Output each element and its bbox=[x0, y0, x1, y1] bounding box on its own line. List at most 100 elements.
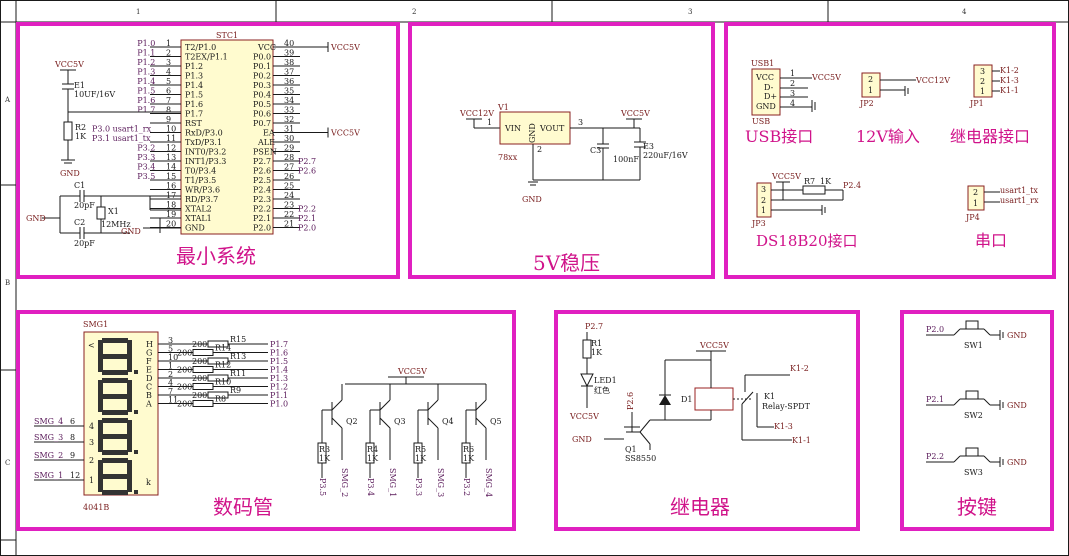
grid-row-c: C bbox=[5, 459, 10, 467]
relay-k1-ref: K1 bbox=[764, 392, 775, 401]
mcu-pin-name: P2.1 bbox=[253, 214, 271, 223]
ms-e1-ref: E1 bbox=[74, 81, 85, 90]
smg-res-net: P1.5 bbox=[270, 357, 288, 366]
mcu-pin-name: INT0/P3.2 bbox=[185, 148, 226, 157]
mcu-pin-name: P1.7 bbox=[185, 110, 203, 119]
ms-c2-ref: C2 bbox=[74, 218, 85, 227]
smg-seg-label: C bbox=[146, 383, 152, 392]
jp3-connector: VCC5V 3 2 1 R7 1K P2.4 JP3 bbox=[751, 172, 861, 228]
title-serial: 串口 bbox=[975, 231, 1007, 250]
mcu-pin-net: P2.0 bbox=[298, 224, 316, 233]
usb-pin-vcc: VCC bbox=[755, 73, 774, 82]
smg-res-val: 200 bbox=[192, 391, 207, 400]
smg-seg-label: D bbox=[146, 374, 152, 383]
reg-v1-ref: V1 bbox=[497, 103, 509, 112]
smg-left-mark: < bbox=[88, 341, 95, 350]
ms-e1-val: 10UF/16V bbox=[74, 90, 115, 99]
mcu-pin-num: 33 bbox=[284, 106, 294, 115]
smg-seg-pin: 11 bbox=[168, 396, 178, 405]
smg-ref: SMG1 bbox=[83, 320, 108, 329]
key-ref: SW3 bbox=[964, 468, 983, 477]
smg-com-net: SMG_3 bbox=[34, 433, 63, 442]
smg-digit bbox=[98, 338, 138, 375]
smg-com-num: 3 bbox=[89, 438, 94, 447]
reg-c3-ref: C3 bbox=[590, 146, 601, 155]
relay-p27: P2.7 bbox=[585, 322, 603, 331]
mcu-pin-num: 24 bbox=[284, 191, 294, 200]
smg-digit bbox=[98, 418, 138, 455]
mcu-pin-name: RD/P3.7 bbox=[185, 195, 218, 204]
smg-res-net: P1.7 bbox=[270, 340, 288, 349]
title-relay: 继电器 bbox=[670, 495, 730, 519]
mcu-pin-num: 23 bbox=[284, 201, 294, 210]
mcu-pin-name: T0/P3.4 bbox=[185, 167, 216, 176]
smg-digit bbox=[98, 378, 138, 415]
jp4-ref: JP4 bbox=[965, 213, 980, 222]
smg-vcc: VCC5V bbox=[397, 367, 427, 376]
smg-com-net: SMG_1 bbox=[34, 471, 63, 480]
smg-res-ref: R15 bbox=[230, 335, 246, 344]
mcu-pin-num: 6 bbox=[166, 87, 171, 96]
usb-pin-gnd: GND bbox=[756, 102, 776, 111]
jp3-ref: JP3 bbox=[751, 219, 766, 228]
smg-res-val: 200 bbox=[192, 374, 207, 383]
mcu-pin-name: P1.4 bbox=[185, 81, 203, 90]
smg-com-pin: 8 bbox=[70, 433, 75, 442]
smg-res-ref: R11 bbox=[230, 369, 246, 378]
reg-pin2: 2 bbox=[537, 145, 542, 154]
smg-res-net: P1.3 bbox=[270, 374, 288, 383]
key-gnd: GND bbox=[1007, 458, 1027, 467]
mcu-pin-num: 30 bbox=[284, 134, 294, 143]
relay-k11: K1-1 bbox=[792, 436, 811, 445]
reg-part: 78xx bbox=[498, 153, 518, 162]
smg-col-net: SMG_1 bbox=[388, 468, 397, 497]
mcu-pin-num: 22 bbox=[284, 210, 294, 219]
mcu-pin-num: 26 bbox=[284, 172, 294, 181]
ms-gnd-label: GND bbox=[60, 169, 80, 178]
relay-block: P2.7 R1 1K LED1 红色 VCC5V P2.6 GND Q1 SS8… bbox=[569, 322, 811, 463]
mcu-pin-num: 15 bbox=[166, 172, 176, 181]
mcu-pin-name: T1/P3.5 bbox=[185, 176, 216, 185]
reg-chip bbox=[499, 111, 571, 145]
mcu-pin-net: P1.3 bbox=[137, 68, 155, 77]
mcu-pin-name: RxD/P3.0 bbox=[185, 129, 223, 138]
mcu-pin-num: 40 bbox=[284, 39, 294, 48]
mcu-pin-name: WR/P3.6 bbox=[185, 186, 220, 195]
mcu-pin-num: 5 bbox=[166, 77, 171, 86]
mcu-pin-num: 7 bbox=[166, 96, 171, 105]
mcu-pin-num: 3 bbox=[166, 58, 171, 67]
usb-num-3: 3 bbox=[790, 89, 795, 98]
mcu-pin-num: 4 bbox=[166, 68, 171, 77]
reg-gnd-label: GND bbox=[522, 195, 542, 204]
mcu-pin-num: 13 bbox=[166, 153, 176, 162]
grid-col-2: 2 bbox=[412, 8, 416, 16]
ms-r2-val: 1K bbox=[75, 132, 87, 141]
title-ds18b20: DS18B20接口 bbox=[756, 232, 858, 250]
relay-q1-ref: Q1 bbox=[625, 445, 637, 454]
smg-res-ref: R9 bbox=[230, 386, 241, 395]
ms-c2-val: 20pF bbox=[74, 239, 95, 248]
smg-right-mark: k bbox=[146, 478, 151, 487]
title-min-system: 最小系统 bbox=[176, 244, 256, 268]
smg-com-num: 4 bbox=[89, 422, 94, 431]
jp1-num-2: 2 bbox=[980, 77, 985, 86]
usb-part: USB bbox=[752, 117, 770, 126]
key-gnd: GND bbox=[1007, 331, 1027, 340]
smg-seg-label: F bbox=[146, 357, 152, 366]
mcu-pin-name: P1.3 bbox=[185, 72, 203, 81]
mcu-pin-num: 38 bbox=[284, 58, 294, 67]
usb-pin-dp: D+ bbox=[764, 92, 777, 101]
mcu-pin-name: P2.7 bbox=[253, 157, 271, 166]
smg-col-net: SMG_4 bbox=[484, 468, 493, 497]
mcu-pin-name: RST bbox=[185, 119, 203, 128]
jp1-num-3: 3 bbox=[980, 67, 985, 76]
smg-res-net: P1.4 bbox=[270, 366, 288, 375]
jp2-ref: JP2 bbox=[859, 99, 874, 108]
mcu-pin-num: 29 bbox=[284, 144, 294, 153]
mcu-pin-net: P1.4 bbox=[137, 77, 155, 86]
